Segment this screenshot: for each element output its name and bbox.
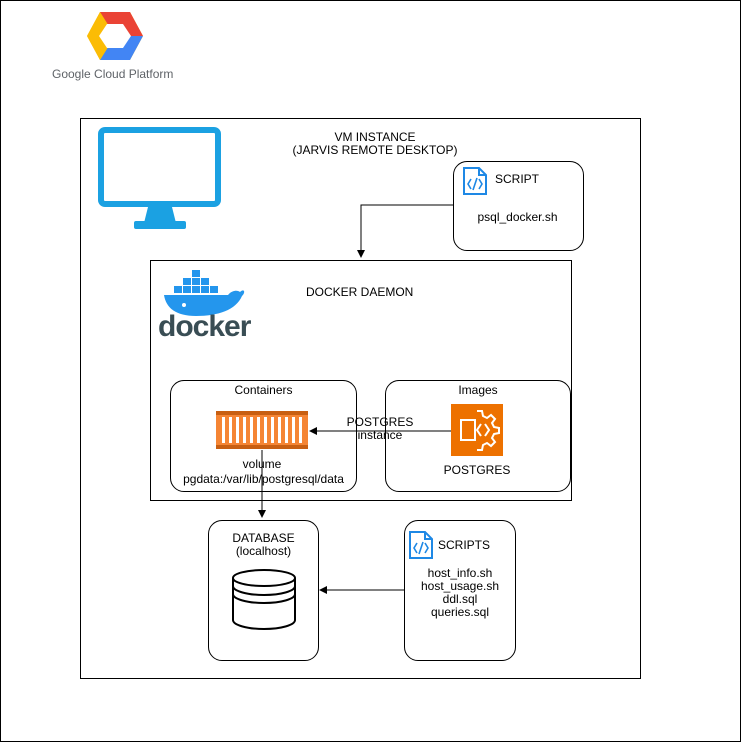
gcp-hexagon-icon — [87, 12, 143, 60]
docker-daemon-title: DOCKER DAEMON — [306, 285, 414, 299]
vm-title: VM INSTANCE (JARVIS REMOTE DESKTOP) — [270, 131, 480, 157]
postgres-image-label: POSTGRES — [443, 463, 511, 477]
docker-whale-icon — [164, 270, 245, 316]
scripts-file-item: host_usage.sh — [420, 579, 500, 593]
docker-logo-text: docker — [158, 310, 251, 343]
scripts-file-item: queries.sql — [430, 605, 490, 619]
postgres-instance-line1: POSTGRES — [346, 415, 414, 429]
vm-title-line2: (JARVIS REMOTE DESKTOP) — [292, 143, 458, 157]
scripts-file-list: host_info.sh host_usage.sh ddl.sql queri… — [404, 567, 516, 619]
images-title: Images — [458, 383, 498, 397]
gcp-logo-text: Google Cloud Platform — [52, 67, 174, 81]
script-file: psql_docker.sh — [477, 210, 558, 224]
container-icon — [216, 411, 308, 449]
gcp-logo: Google Cloud Platform — [52, 10, 182, 90]
scripts-file-item: ddl.sql — [442, 592, 478, 606]
postgres-instance-line2: instance — [357, 428, 403, 442]
scripts-file-icon — [409, 531, 433, 559]
database-title-line2: (localhost) — [235, 544, 292, 558]
script-file-icon — [463, 167, 487, 195]
docker-logo: docker — [158, 268, 251, 344]
database-title: DATABASE (localhost) — [208, 532, 319, 558]
postgres-instance-label: POSTGRES instance — [340, 416, 420, 442]
database-title-line1: DATABASE — [232, 531, 295, 545]
scripts-file-item: host_info.sh — [427, 566, 493, 580]
containers-title: Containers — [234, 383, 293, 397]
vm-title-line1: VM INSTANCE — [334, 130, 416, 144]
scripts-title: SCRIPTS — [438, 538, 491, 552]
container-image-icon — [451, 404, 503, 456]
monitor-icon — [98, 127, 221, 229]
script-title: SCRIPT — [495, 172, 540, 186]
volume-path: pgdata:/var/lib/postgresql/data — [183, 472, 344, 486]
volume-label: volume — [242, 457, 282, 471]
database-cylinder-icon — [232, 569, 296, 630]
